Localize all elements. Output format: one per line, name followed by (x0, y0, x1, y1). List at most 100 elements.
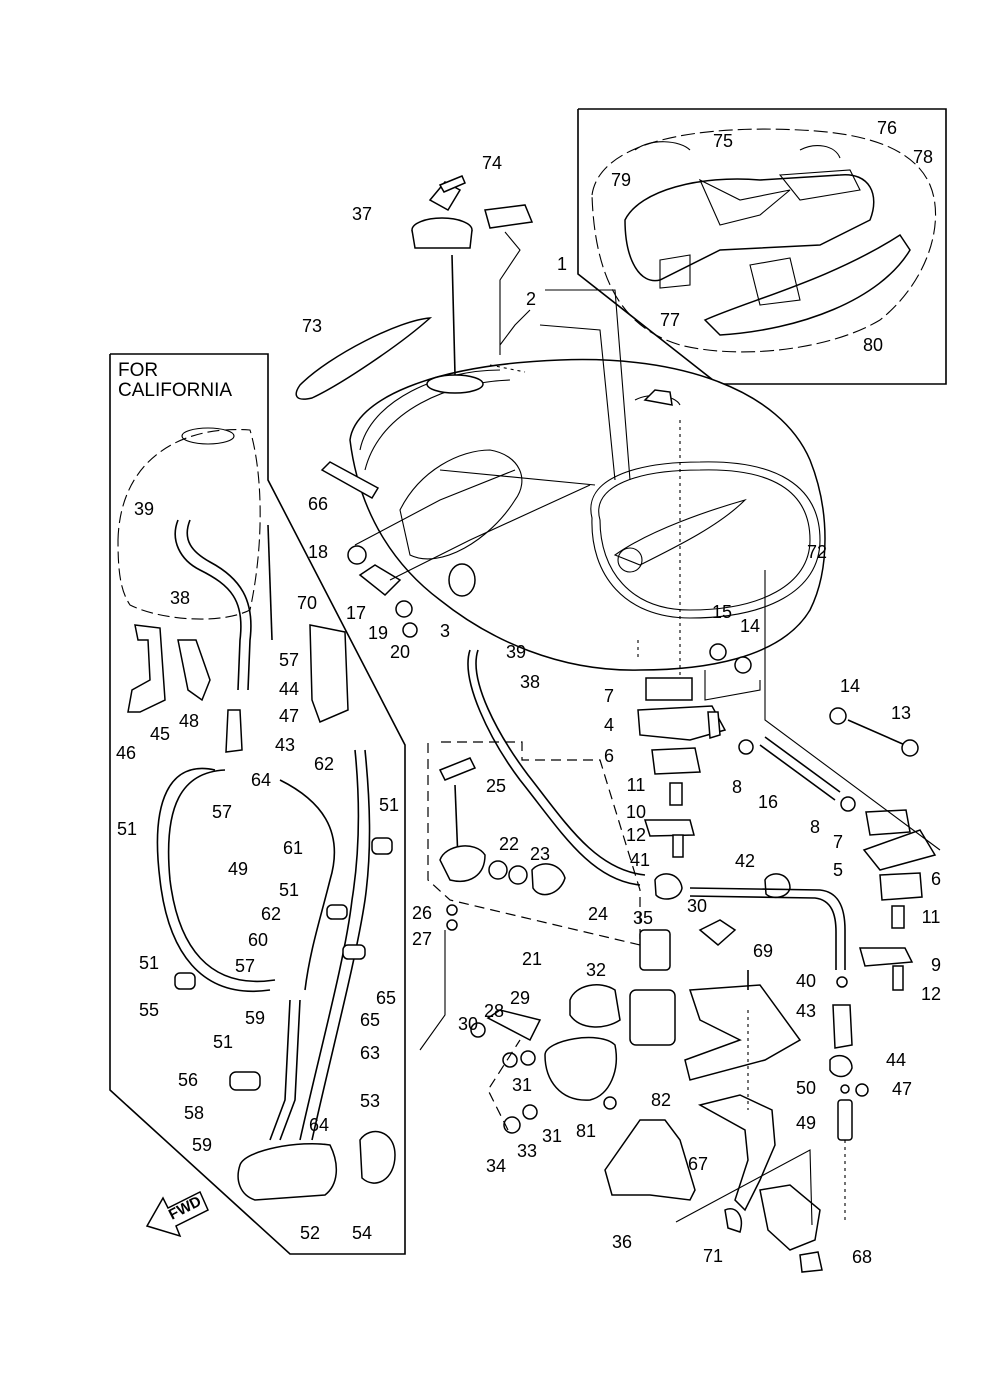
california-label-line2: CALIFORNIA (118, 380, 232, 401)
callout-43: 43 (796, 1001, 816, 1021)
callout-38: 38 (170, 588, 190, 608)
callout-4: 4 (604, 715, 614, 735)
callout-48: 48 (179, 711, 199, 731)
callout-75: 75 (713, 131, 733, 151)
callout-54: 54 (352, 1223, 372, 1243)
callout-81: 81 (576, 1121, 596, 1141)
callout-57: 57 (212, 802, 232, 822)
callout-62: 62 (261, 904, 281, 924)
callout-8: 8 (810, 817, 820, 837)
callout-14: 14 (840, 676, 860, 696)
callout-47: 47 (279, 706, 299, 726)
callout-76: 76 (877, 118, 897, 138)
callout-3: 3 (440, 621, 450, 641)
callout-13: 13 (891, 703, 911, 723)
callout-7: 7 (604, 686, 614, 706)
callout-66: 66 (308, 494, 328, 514)
callout-40: 40 (796, 971, 816, 991)
callout-1: 1 (557, 254, 567, 274)
inset-panel (577, 108, 947, 385)
callout-25: 25 (486, 776, 506, 796)
callout-51: 51 (117, 819, 137, 839)
callout-26: 26 (412, 903, 432, 923)
callout-numbers: 1234566778891011111212131414151617181920… (116, 118, 941, 1267)
callout-32: 32 (586, 960, 606, 980)
callout-31: 31 (542, 1126, 562, 1146)
callout-65: 65 (376, 988, 396, 1008)
callout-47: 47 (892, 1079, 912, 1099)
callout-59: 59 (192, 1135, 212, 1155)
callout-39: 39 (134, 499, 154, 519)
callout-77: 77 (660, 310, 680, 330)
callout-50: 50 (796, 1078, 816, 1098)
callout-5: 5 (833, 860, 843, 880)
callout-44: 44 (279, 679, 299, 699)
callout-74: 74 (482, 153, 502, 173)
callout-38: 38 (520, 672, 540, 692)
callout-18: 18 (308, 542, 328, 562)
callout-22: 22 (499, 834, 519, 854)
callout-33: 33 (517, 1141, 537, 1161)
callout-43: 43 (275, 735, 295, 755)
callout-30: 30 (687, 896, 707, 916)
callout-21: 21 (522, 949, 542, 969)
callout-30: 30 (458, 1014, 478, 1034)
callout-15: 15 (712, 602, 732, 622)
callout-34: 34 (486, 1156, 506, 1176)
callout-64: 64 (251, 770, 271, 790)
callout-11: 11 (922, 907, 941, 927)
callout-6: 6 (604, 746, 614, 766)
fwd-arrow-icon: FWD (145, 1190, 209, 1238)
callout-12: 12 (626, 825, 646, 845)
callout-16: 16 (758, 792, 778, 812)
callout-51: 51 (213, 1032, 233, 1052)
callout-65: 65 (360, 1010, 380, 1030)
callout-60: 60 (248, 930, 268, 950)
callout-51: 51 (139, 953, 159, 973)
california-label-line1: FOR (118, 360, 158, 381)
callout-57: 57 (279, 650, 299, 670)
callout-55: 55 (139, 1000, 159, 1020)
callout-27: 27 (412, 929, 432, 949)
callout-56: 56 (178, 1070, 198, 1090)
callout-11: 11 (627, 775, 646, 795)
callout-78: 78 (913, 147, 933, 167)
callout-10: 10 (626, 802, 646, 822)
callout-9: 9 (931, 955, 941, 975)
callout-23: 23 (530, 844, 550, 864)
callout-79: 79 (611, 170, 631, 190)
callout-82: 82 (651, 1090, 671, 1110)
callout-59: 59 (245, 1008, 265, 1028)
callout-51: 51 (379, 795, 399, 815)
callout-45: 45 (150, 724, 170, 744)
callout-70: 70 (297, 593, 317, 613)
fuel-cap (411, 175, 473, 376)
callout-24: 24 (588, 904, 608, 924)
callout-67: 67 (688, 1154, 708, 1174)
callout-68: 68 (852, 1247, 872, 1267)
callout-8: 8 (732, 777, 742, 797)
callout-62: 62 (314, 754, 334, 774)
callout-69: 69 (753, 941, 773, 961)
callout-12: 12 (921, 984, 941, 1004)
callout-41: 41 (630, 850, 650, 870)
callout-53: 53 (360, 1091, 380, 1111)
callout-42: 42 (735, 851, 755, 871)
callout-35: 35 (633, 908, 653, 928)
callout-2: 2 (526, 289, 536, 309)
callout-31: 31 (512, 1075, 532, 1095)
callout-19: 19 (368, 623, 388, 643)
callout-28: 28 (484, 1001, 504, 1021)
callout-80: 80 (863, 335, 883, 355)
callout-52: 52 (300, 1223, 320, 1243)
callout-37: 37 (352, 204, 372, 224)
callout-61: 61 (283, 838, 303, 858)
callout-71: 71 (703, 1246, 723, 1266)
callout-7: 7 (833, 832, 843, 852)
callout-44: 44 (886, 1050, 906, 1070)
callout-63: 63 (360, 1043, 380, 1063)
callout-36: 36 (612, 1232, 632, 1252)
callout-64: 64 (309, 1115, 329, 1135)
callout-49: 49 (228, 859, 248, 879)
